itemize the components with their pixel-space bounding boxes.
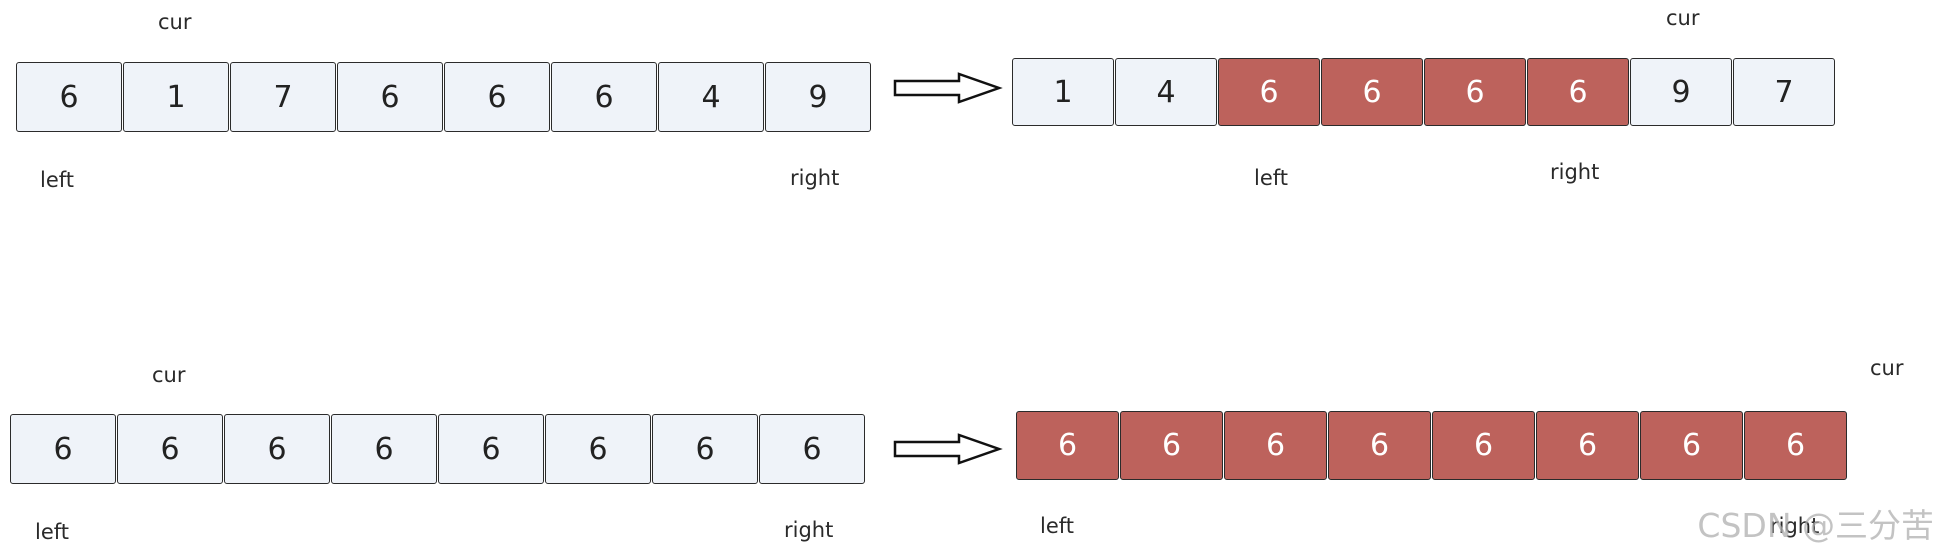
- array-cell: 6: [1527, 58, 1629, 126]
- array: 6 6 6 6 6 6 6 6: [1016, 411, 1848, 480]
- array-cell: 6: [117, 414, 223, 484]
- array-cell: 6: [1536, 411, 1639, 480]
- array-cell: 6: [224, 414, 330, 484]
- array-cell: 6: [16, 62, 122, 132]
- array-cell: 6: [1424, 58, 1526, 126]
- left-label: left: [1040, 514, 1075, 538]
- left-label: left: [40, 168, 75, 192]
- array-cell: 6: [438, 414, 544, 484]
- array-cell: 6: [1432, 411, 1535, 480]
- array-cell: 6: [545, 414, 651, 484]
- watermark: CSDN @三分苦: [1697, 506, 1934, 545]
- array-cell: 1: [123, 62, 229, 132]
- array-cell: 6: [1224, 411, 1327, 480]
- array-cell: 6: [759, 414, 865, 484]
- array-cell: 9: [1630, 58, 1732, 126]
- array: 6 1 7 6 6 6 4 9: [16, 62, 872, 132]
- array: 1 4 6 6 6 6 9 7: [1012, 58, 1836, 126]
- array-cell: 6: [652, 414, 758, 484]
- array-cell: 4: [1115, 58, 1217, 126]
- cur-label: cur: [1666, 6, 1700, 30]
- array-cell: 6: [337, 62, 443, 132]
- array-cell: 1: [1012, 58, 1114, 126]
- array-cell: 6: [1016, 411, 1119, 480]
- left-label: left: [1254, 166, 1289, 190]
- array-cell: 6: [1218, 58, 1320, 126]
- right-label: right: [784, 518, 834, 542]
- array-cell: 6: [331, 414, 437, 484]
- cur-label: cur: [1870, 356, 1904, 380]
- cur-label: cur: [152, 363, 186, 387]
- arrow-icon: [893, 72, 1003, 104]
- arrow-icon: [893, 433, 1003, 465]
- array-cell: 6: [10, 414, 116, 484]
- array-cell: 6: [1744, 411, 1847, 480]
- array-cell: 9: [765, 62, 871, 132]
- right-label: right: [1550, 160, 1600, 184]
- right-label: right: [790, 166, 840, 190]
- right-label: right: [1770, 514, 1820, 538]
- array: 6 6 6 6 6 6 6 6: [10, 414, 866, 484]
- array-cell: 6: [1120, 411, 1223, 480]
- array-cell: 6: [1328, 411, 1431, 480]
- left-label: left: [35, 520, 70, 544]
- cur-label: cur: [158, 10, 192, 34]
- array-cell: 7: [230, 62, 336, 132]
- array-cell: 6: [1640, 411, 1743, 480]
- array-cell: 7: [1733, 58, 1835, 126]
- array-cell: 4: [658, 62, 764, 132]
- array-cell: 6: [1321, 58, 1423, 126]
- array-cell: 6: [551, 62, 657, 132]
- array-cell: 6: [444, 62, 550, 132]
